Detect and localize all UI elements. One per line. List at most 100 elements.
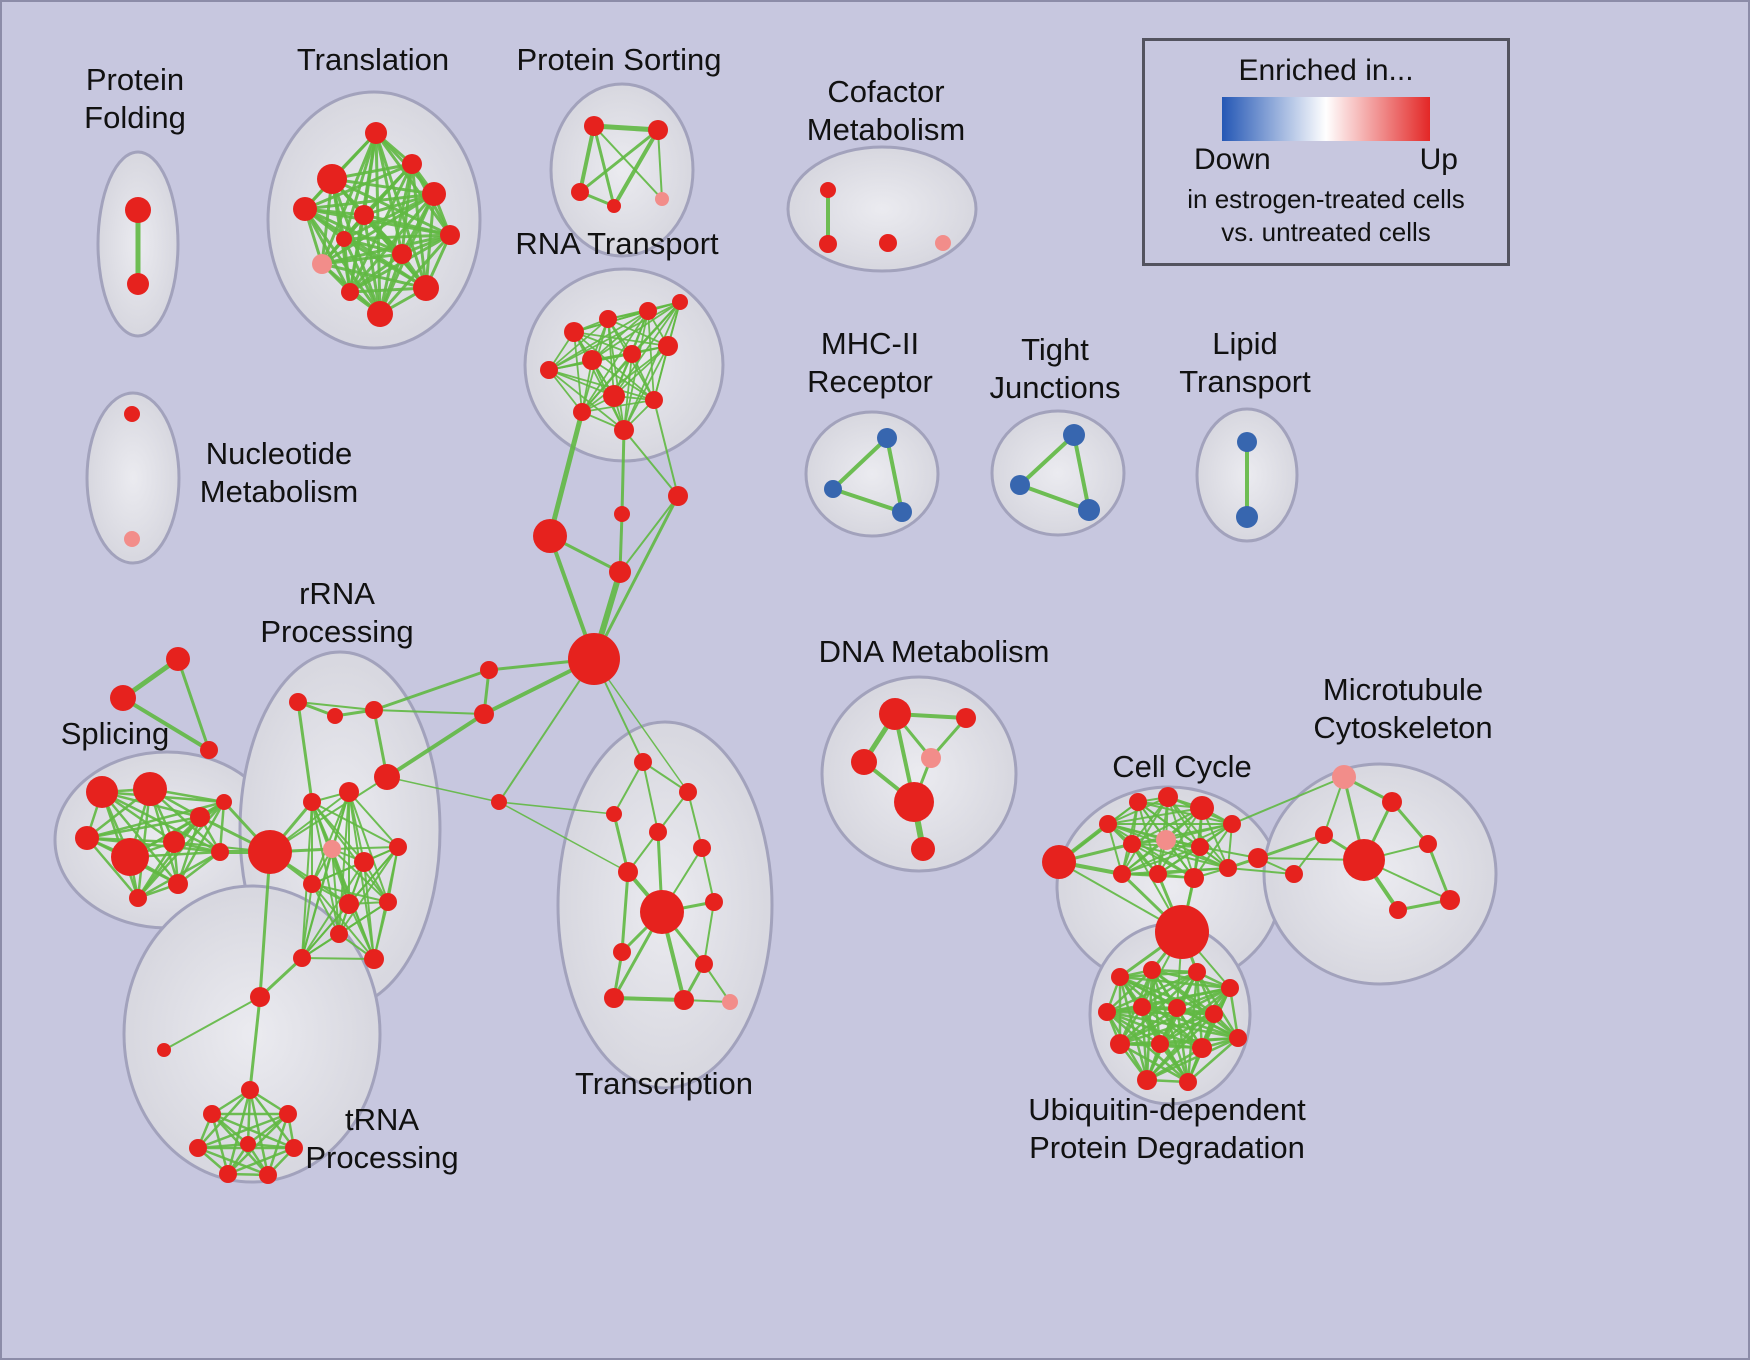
node-tc7 (640, 890, 684, 934)
node-cn7 (491, 794, 507, 810)
edge-mt1-cc6 (1231, 776, 1345, 825)
node-rt1 (564, 322, 584, 342)
edge-rt8-rt12 (623, 345, 669, 431)
node-mt4 (1343, 839, 1385, 881)
node-mt5 (1419, 835, 1437, 853)
edge-tc6-tc9 (620, 870, 630, 954)
node-lp2 (1236, 506, 1258, 528)
node-tc13 (722, 994, 738, 1010)
node-tc10 (695, 955, 713, 973)
edge-cc13-mt8 (1227, 867, 1295, 875)
edge-tr8-tr13 (342, 233, 452, 241)
edge-ps2-ps5 (657, 129, 663, 200)
node-hub (568, 633, 620, 685)
node-tn9 (219, 1165, 237, 1183)
edge-rt12-cn3 (620, 428, 626, 516)
node-rr6 (339, 782, 359, 802)
node-tn5 (279, 1105, 297, 1123)
node-cc10 (1113, 865, 1131, 883)
legend-gradient-bar (1222, 97, 1430, 141)
edge-hub-tc2 (593, 658, 689, 793)
edge-cc6-cc10 (1121, 823, 1233, 875)
node-tr3 (293, 197, 317, 221)
node-mt7 (1389, 901, 1407, 919)
edge-rr6-rr15 (348, 791, 375, 960)
node-rrhub (248, 830, 292, 874)
node-ub4 (1221, 979, 1239, 997)
node-rr15 (364, 949, 384, 969)
node-rt6 (582, 350, 602, 370)
legend-title: Enriched in... (1238, 54, 1414, 87)
edge-sp3-sp6 (85, 815, 202, 840)
node-cc2 (1099, 815, 1117, 833)
legend-caption-line1: in estrogen-treated cells (1187, 184, 1465, 214)
edge-rt8-rt9 (613, 345, 669, 397)
node-tn7 (240, 1136, 256, 1152)
node-tc6 (618, 862, 638, 882)
node-tn1 (250, 987, 270, 1007)
edge-ub12-ub14 (1186, 1036, 1240, 1084)
edge-cn7-tc6 (498, 801, 629, 873)
node-tn10 (259, 1166, 277, 1184)
node-cn6 (474, 704, 494, 724)
edge-tr2-tr4 (320, 131, 378, 266)
cluster-ellipse-nucleotide-metabolism (85, 391, 181, 565)
node-dm4 (921, 748, 941, 768)
node-tr10 (367, 301, 393, 327)
edge-rt5-rt10 (548, 369, 655, 401)
node-tr8 (440, 225, 460, 245)
node-sp7 (211, 843, 229, 861)
legend-box: Enriched in... Down Up in estrogen-treat… (1142, 38, 1510, 266)
edge-cn6-rr4 (385, 712, 486, 779)
cluster-label-splicing: Splicing (61, 716, 170, 751)
node-sp10 (216, 794, 232, 810)
node-tc2 (679, 783, 697, 801)
edge-ub3-ub5 (1105, 970, 1199, 1014)
edge-tc2-tc5 (687, 791, 703, 849)
edge-ub3-ub6 (1140, 970, 1199, 1009)
node-cc8 (1156, 830, 1176, 850)
edge-ub7-ub12 (1175, 1006, 1240, 1040)
edge-tc8-tc10 (703, 901, 715, 965)
edge-cn1-cn4 (619, 495, 679, 573)
edge-rt8-rt11 (581, 345, 669, 413)
node-ub7 (1168, 999, 1186, 1017)
node-rt7 (623, 345, 641, 363)
legend-caption: in estrogen-treated cells vs. untreated … (1145, 183, 1507, 249)
edge-tr3-tr6 (303, 162, 414, 211)
edge-tr3-tr11 (303, 207, 352, 294)
edge-cn2-rt11 (547, 409, 585, 539)
edge-tr11-tr12 (348, 252, 404, 294)
edge-tj2-tj3 (1018, 483, 1091, 512)
node-rt9 (603, 385, 625, 407)
node-cc4 (1158, 787, 1178, 807)
edge-st2-st3 (121, 696, 211, 752)
edge-cn1-hub (592, 494, 680, 661)
node-sp6 (190, 807, 210, 827)
edge-cn7-tc3 (498, 801, 615, 815)
node-st3 (200, 741, 218, 759)
edge-tr10-tr13 (342, 237, 382, 316)
node-rr14 (293, 949, 311, 967)
edge-tc5-tc8 (701, 847, 715, 903)
node-ub10 (1151, 1035, 1169, 1053)
node-rr7 (323, 840, 341, 858)
edge-ub7-ub9 (1118, 1006, 1179, 1046)
edge-tn1-tn2 (163, 996, 261, 1051)
node-sp5 (163, 831, 185, 853)
legend-up-label: Up (1419, 143, 1458, 176)
node-tr7 (422, 182, 446, 206)
cluster-label-translation: Translation (297, 42, 449, 77)
edge-tr4-tr12 (320, 252, 404, 266)
node-ub8 (1205, 1005, 1223, 1023)
edge-sp8-sp10 (176, 800, 226, 886)
node-tc12 (674, 990, 694, 1010)
node-sp1 (86, 776, 118, 808)
edge-tn8-tn9 (226, 1146, 296, 1176)
legend-caption-line2: vs. untreated cells (1221, 217, 1431, 247)
node-tr13 (336, 231, 352, 247)
edge-rr10-rr14 (301, 883, 313, 959)
node-tr5 (354, 205, 374, 225)
node-ub9 (1110, 1034, 1130, 1054)
